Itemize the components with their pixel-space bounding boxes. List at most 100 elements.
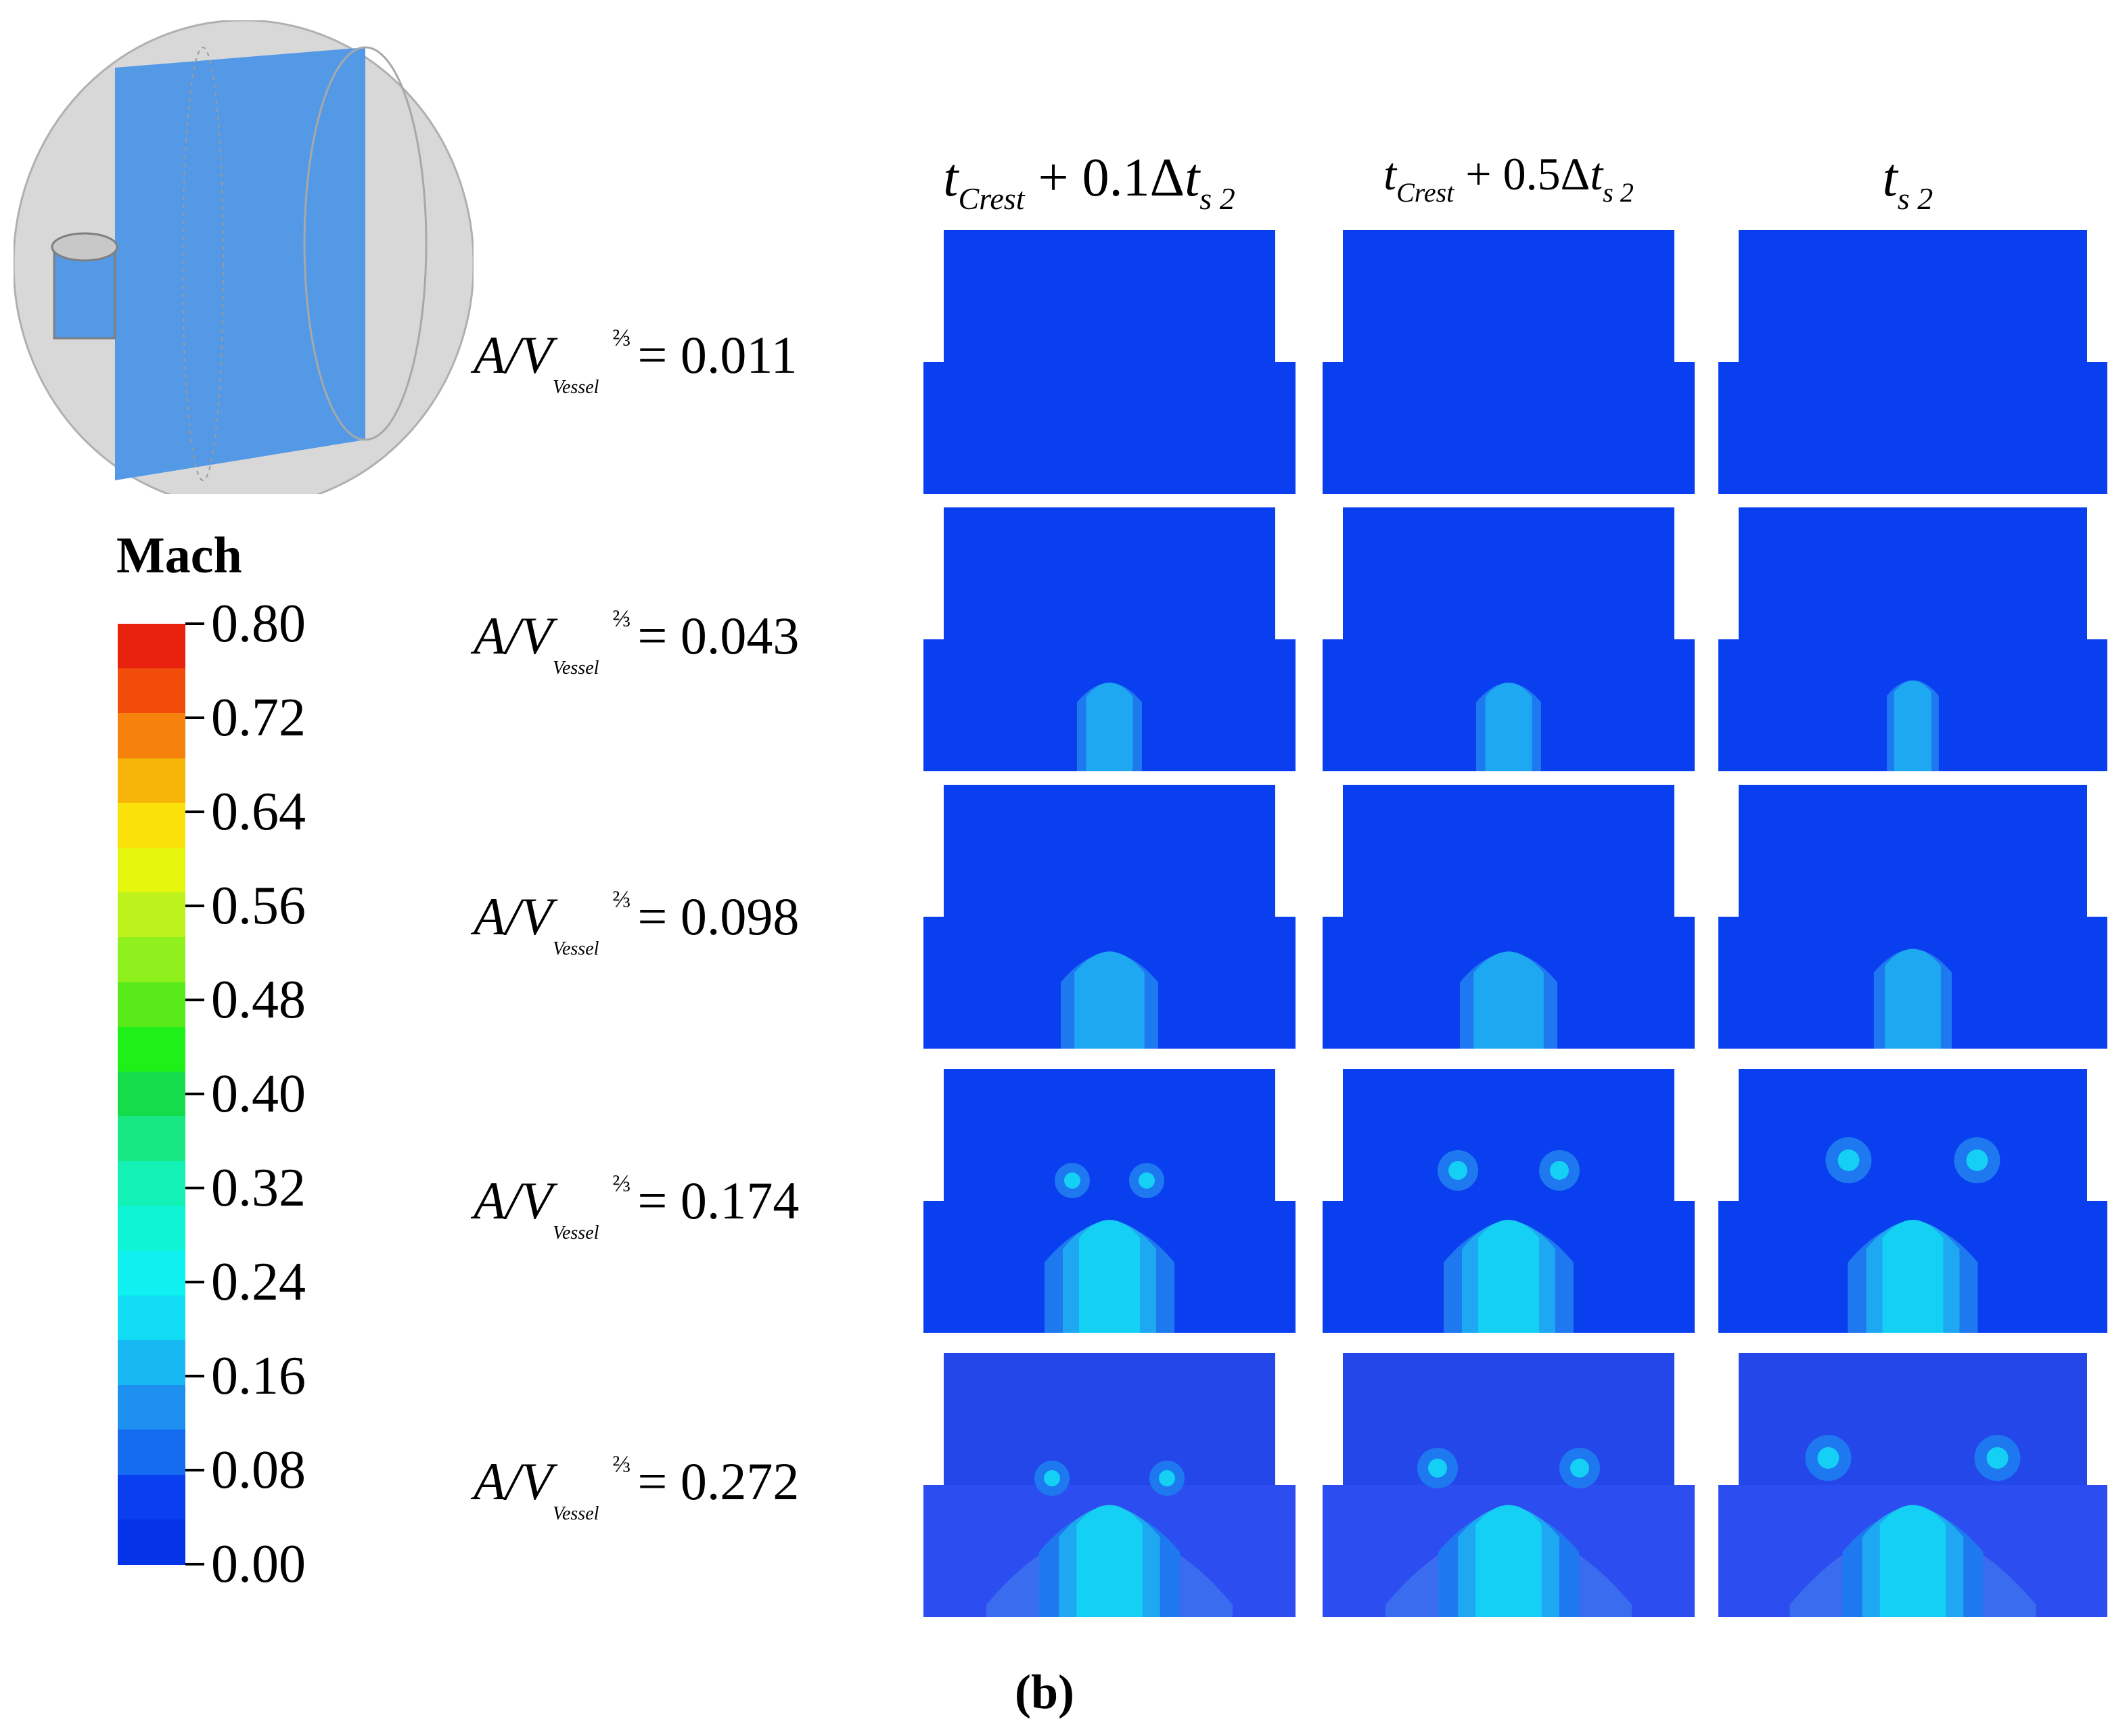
- row-label-sub: Vessel: [552, 938, 599, 959]
- vortex-core: [1966, 1149, 1988, 1171]
- vortex-core: [1159, 1470, 1175, 1486]
- row-label-exp: ⅔: [612, 886, 631, 913]
- panel-lower-block: [923, 362, 1296, 494]
- caption-text: (b): [1015, 1665, 1074, 1719]
- colorbar-tick: [185, 1469, 204, 1471]
- col3-t: t: [1882, 148, 1898, 208]
- colorbar-tick-label: 0.64: [211, 782, 306, 842]
- contour-panel: [1323, 507, 1695, 771]
- jet-plume-layer: [1086, 951, 1132, 1049]
- col2-sub2: s 2: [1603, 177, 1634, 208]
- row-label-a: A: [474, 887, 506, 946]
- colorbar-segment: [118, 892, 185, 938]
- row-label-5: A/VVessel⅔= 0.272: [474, 1451, 799, 1524]
- vortex-core: [1428, 1459, 1447, 1478]
- panel-upper-block: [1343, 1069, 1674, 1201]
- row-label-a: A: [474, 325, 506, 384]
- col1-sub2: s 2: [1199, 181, 1235, 216]
- colorbar-tick-label: 0.40: [211, 1064, 306, 1124]
- row-label-3: A/VVessel⅔= 0.098: [474, 886, 800, 959]
- colorbar-segment: [118, 1250, 185, 1296]
- colorbar-tick: [185, 905, 204, 907]
- panel-upper-block: [1343, 1353, 1674, 1485]
- colorbar-tick-label: 0.08: [211, 1440, 306, 1500]
- colorbar-tick-label: 0.80: [211, 594, 306, 654]
- panel-upper-block: [1739, 230, 2087, 362]
- panel-upper-block: [1739, 785, 2087, 917]
- row-label-2: A/VVessel⅔= 0.043: [474, 605, 800, 679]
- colorbar-segment: [118, 1206, 185, 1252]
- colorbar-tick-label: 0.16: [211, 1346, 306, 1406]
- row-label-slash: /: [505, 1452, 521, 1511]
- jet-plume-layer: [1894, 949, 1931, 1049]
- contour-panel: [1718, 507, 2107, 771]
- colorbar-tick: [185, 1093, 204, 1095]
- row-label-v: V: [520, 1452, 553, 1511]
- column-header-2: tCrest + 0.5Δts 2: [1319, 147, 1698, 208]
- panel-upper-block: [1343, 507, 1674, 639]
- row-label-eq: = 0.098: [637, 887, 800, 946]
- figure-caption: (b): [1015, 1664, 1074, 1720]
- jet-plume-layer: [1879, 1505, 1946, 1617]
- colorbar-segment: [118, 937, 185, 983]
- col1-rest: + 0.1Δ: [1024, 148, 1185, 208]
- panel-upper-block: [1739, 1353, 2087, 1485]
- row-label-sub: Vessel: [552, 377, 599, 398]
- colorbar-segment: [118, 1295, 185, 1342]
- colorbar-tick-label: 0.32: [211, 1158, 306, 1218]
- contour-panel: [923, 507, 1296, 771]
- row-label-eq: = 0.043: [637, 606, 800, 665]
- vessel-inner-edge: [182, 47, 224, 481]
- contour-panel: [1718, 785, 2107, 1049]
- colorbar-tick-label: 0.48: [211, 970, 306, 1030]
- colorbar-segment: [118, 1519, 185, 1565]
- vortex-core: [1817, 1447, 1839, 1469]
- vortex-core: [1986, 1447, 2009, 1469]
- row-label-a: A: [474, 606, 506, 665]
- row-label-slash: /: [505, 887, 521, 946]
- colorbar-tick-label: 0.56: [211, 876, 306, 936]
- row-label-v: V: [520, 606, 553, 665]
- colorbar-segment: [118, 982, 185, 1028]
- colorbar-segment: [118, 1340, 185, 1386]
- colorbar-segment: [118, 1116, 185, 1162]
- jet-plume-layer: [1094, 683, 1125, 771]
- contour-panel: [923, 1353, 1296, 1617]
- col1-t2: t: [1185, 148, 1200, 208]
- colorbar-segment: [118, 624, 185, 670]
- colorbar-segment: [118, 802, 185, 848]
- vessel-body: [14, 20, 474, 494]
- column-header-3: ts 2: [1718, 147, 2097, 216]
- row-label-v: V: [520, 325, 553, 384]
- jet-plume-layer: [1900, 682, 1925, 771]
- colorbar-segment: [118, 1430, 185, 1476]
- nozzle-cap: [51, 232, 118, 262]
- row-label-slash: /: [505, 606, 521, 665]
- legend-title: Mach: [116, 527, 242, 584]
- colorbar-tick-label: 0.72: [211, 688, 306, 748]
- row-label-eq: = 0.174: [637, 1171, 800, 1230]
- vortex-core: [1448, 1161, 1467, 1180]
- contour-panel: [1323, 1069, 1695, 1333]
- jet-plume-layer: [1079, 1220, 1140, 1333]
- jet-plume-layer: [1475, 1505, 1542, 1617]
- vortex-core: [1837, 1149, 1860, 1171]
- colorbar-tick: [185, 1281, 204, 1283]
- colorbar-tick-label: 0.24: [211, 1252, 306, 1312]
- col2-sub: Crest: [1396, 177, 1454, 208]
- panel-lower-block: [1323, 362, 1695, 494]
- colorbar-tick: [185, 810, 204, 813]
- panel-lower-block: [1718, 362, 2107, 494]
- row-label-slash: /: [505, 325, 521, 384]
- row-label-sub: Vessel: [552, 658, 599, 679]
- col3-sub: s 2: [1897, 181, 1933, 216]
- vessel-right-edge: [303, 46, 428, 441]
- jet-plume-layer: [1486, 951, 1532, 1049]
- contour-panel: [1323, 785, 1695, 1049]
- colorbar-tick: [185, 999, 204, 1001]
- row-label-eq: = 0.011: [637, 325, 798, 384]
- colorbar-segment: [118, 1385, 185, 1431]
- colorbar-tick: [185, 1563, 204, 1566]
- colorbar-tick: [185, 1187, 204, 1189]
